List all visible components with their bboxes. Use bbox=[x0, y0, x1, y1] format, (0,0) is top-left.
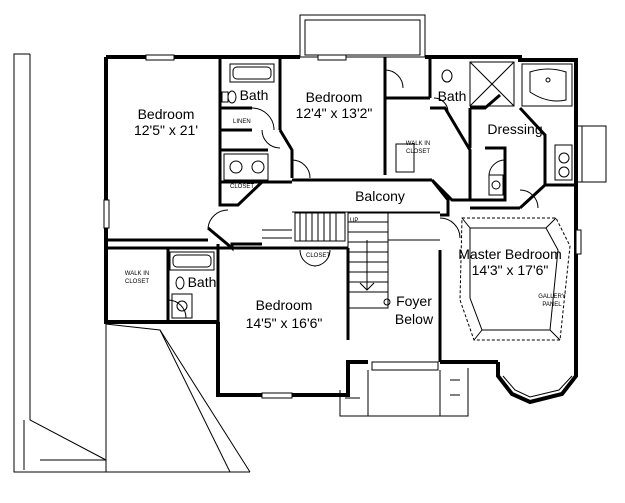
walk-in-closet-1-line1: WALK IN bbox=[406, 141, 430, 147]
interior-walls bbox=[106, 57, 576, 362]
entry-porch bbox=[339, 361, 469, 417]
site-outline bbox=[13, 53, 251, 473]
windows bbox=[103, 54, 582, 399]
bath-1-name: Bath bbox=[240, 87, 269, 103]
bay-window bbox=[502, 375, 573, 398]
staircase bbox=[294, 212, 440, 309]
bath-3-name: Bath bbox=[188, 274, 217, 290]
master-bedroom-name: Master Bedroom bbox=[458, 246, 561, 262]
master-note-line1: GALLERY bbox=[538, 294, 566, 300]
tray-ceiling bbox=[459, 217, 571, 341]
balcony-name: Balcony bbox=[355, 188, 405, 204]
tray-ceiling-inner bbox=[461, 217, 561, 341]
dressing-name: Dressing bbox=[487, 121, 542, 137]
balcony-railing bbox=[262, 211, 440, 239]
bedroom-2-size: 12'4" x 13'2" bbox=[296, 105, 373, 121]
side-bay-box bbox=[576, 125, 607, 183]
bedroom-1-size: 12'5" x 21' bbox=[134, 122, 198, 138]
linen-closet-label: LINEN bbox=[233, 119, 251, 125]
walk-in-closet-2-line1: WALK IN bbox=[125, 271, 149, 277]
stair-up-label: UP bbox=[350, 218, 358, 224]
bedroom-2-name: Bedroom bbox=[306, 89, 363, 105]
master-note-line2: PANEL bbox=[542, 302, 562, 308]
bedroom-3-size: 14'5" x 16'6" bbox=[246, 315, 323, 331]
closet-1-label: CLOSET bbox=[230, 184, 254, 190]
walk-in-closet-1-line2: CLOSET bbox=[406, 149, 430, 155]
foyer-label-line1: Foyer bbox=[396, 293, 432, 309]
bath-2-name: Bath bbox=[438, 88, 467, 104]
master-bedroom-size: 14'3" x 17'6" bbox=[472, 262, 549, 278]
bedroom-1-name: Bedroom bbox=[138, 106, 195, 122]
exterior-walls bbox=[104, 55, 578, 405]
door-swings bbox=[167, 69, 539, 319]
top-porch bbox=[299, 14, 426, 58]
foyer-label-line2: Below bbox=[395, 311, 434, 327]
bedroom-3-name: Bedroom bbox=[256, 297, 313, 313]
walk-in-closet-2-line2: CLOSET bbox=[125, 279, 149, 285]
closet-2-label: CLOSET bbox=[306, 253, 330, 259]
fixtures bbox=[169, 61, 573, 319]
